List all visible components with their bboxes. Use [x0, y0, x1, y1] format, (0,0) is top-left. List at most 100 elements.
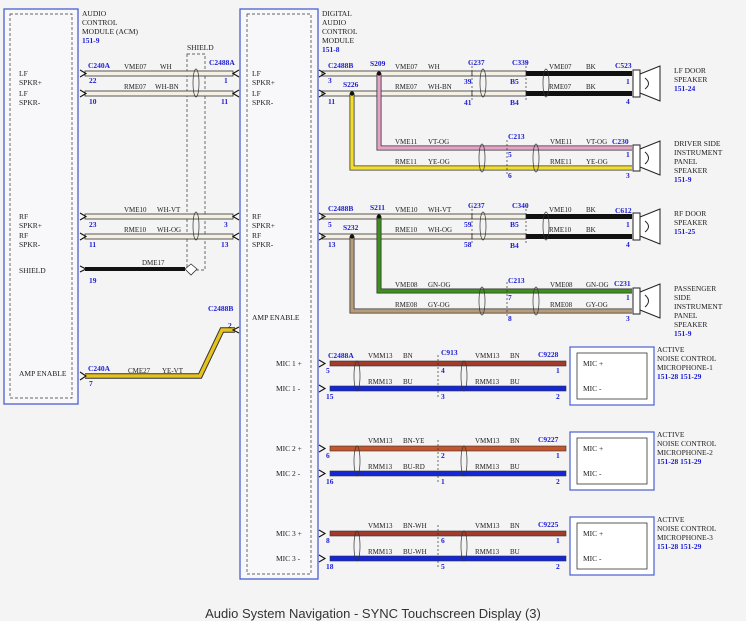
pin-number: 23 [89, 220, 97, 229]
diagram-label: 3 [328, 76, 332, 85]
connector-c9225[interactable]: C9225 [538, 520, 559, 529]
diagram-label: RME08 [395, 301, 418, 309]
diagram-label: VMM13 [368, 437, 393, 445]
diagram-label: PANEL [674, 157, 698, 166]
dacm-pin-arrows [318, 69, 327, 563]
diagram-label: 59 [464, 220, 472, 229]
connector-c2488a[interactable]: C2488A [209, 58, 235, 67]
acm-pin-label: LF [19, 89, 28, 98]
dacm-pin-label: SPKR+ [252, 221, 275, 230]
diagram-label: VMM13 [368, 522, 393, 530]
diagram-label: 151-9 [674, 175, 692, 184]
connector-c2488b[interactable]: C2488B [328, 204, 353, 213]
diagram-label: RMM13 [368, 463, 393, 471]
dacm-pin-label: AMP ENABLE [252, 313, 300, 322]
diagram-label: BU [510, 463, 520, 471]
diagram-label: SPEAKER [674, 320, 707, 329]
connector-c240a[interactable]: C240A [88, 61, 111, 70]
acm-pin-label: AMP ENABLE [19, 369, 67, 378]
connector-c612[interactable]: C612 [615, 206, 632, 215]
speaker-icon [632, 283, 661, 319]
diagram-label: INSTRUMENT [674, 148, 723, 157]
dacm-pin-label: SPKR+ [252, 78, 275, 87]
diagram-label: NOISE CONTROL [657, 439, 717, 448]
connector-c237[interactable]: C237 [468, 201, 485, 210]
connector-c340[interactable]: C340 [512, 201, 529, 210]
splice-s232[interactable]: S232 [343, 223, 359, 232]
acm-pin-arrows [79, 69, 240, 381]
diagram-label: 3 [626, 314, 630, 323]
driver-ip-speaker: DRIVER SIDE INSTRUMENT PANEL SPEAKER 151… [674, 139, 723, 184]
diagram-label: 2 [556, 392, 560, 401]
diagram-label: 8 [326, 536, 330, 545]
diagram-label: VMM13 [368, 352, 393, 360]
acm-ref[interactable]: 151-9 [82, 36, 100, 45]
shield-label: SHIELD [187, 43, 214, 52]
diagram-label: RME08 [550, 301, 573, 309]
connector-c9228[interactable]: C9228 [538, 350, 559, 359]
acm-pin-label: LF [19, 69, 28, 78]
dacm-pin-label: SPKR- [252, 98, 274, 107]
diagram-label: MIC - [583, 469, 602, 478]
diagram-label: NOISE CONTROL [657, 354, 717, 363]
dacm-module: DIGITAL AUDIO CONTROL MODULE 151-8 LF SP… [239, 8, 358, 580]
connector-c2488b[interactable]: C2488B [208, 304, 233, 313]
diagram-label: 1 [626, 220, 630, 229]
diagram-label: VME10 [549, 206, 572, 214]
connector-c2488a[interactable]: C2488A [328, 351, 354, 360]
splice-s211[interactable]: S211 [370, 203, 385, 212]
acm-pin-label: RF [19, 231, 28, 240]
diagram-label: 5 [328, 220, 332, 229]
diagram-label: MICROPHONE-1 [657, 363, 713, 372]
diagram-label: B5 [510, 77, 519, 86]
diagram-label: INSTRUMENT [674, 302, 723, 311]
dacm-ref[interactable]: 151-8 [322, 45, 340, 54]
splice-s209[interactable]: S209 [370, 59, 386, 68]
connector-c213[interactable]: C213 [508, 276, 525, 285]
connector-c231[interactable]: C231 [614, 279, 631, 288]
connector-c523[interactable]: C523 [615, 61, 632, 70]
diagram-label: 2 [556, 562, 560, 571]
diagram-label: 4 [626, 97, 630, 106]
diagram-caption: Audio System Navigation - SYNC Touchscre… [205, 606, 541, 621]
diagram-label: GY-OG [586, 301, 608, 309]
diagram-label: RF DOOR [674, 209, 706, 218]
diagram-label: B4 [510, 241, 519, 250]
connector-c237[interactable]: C237 [468, 58, 485, 67]
diagram-label: 5 [508, 150, 512, 159]
diagram-label: GY-OG [428, 301, 450, 309]
diagram-label: 2 [441, 451, 445, 460]
diagram-label: 2 [556, 477, 560, 486]
diagram-label: 8 [508, 314, 512, 323]
diagram-label: 15 [326, 392, 334, 401]
diagram-label: VT-OG [586, 138, 607, 146]
splice-s226[interactable]: S226 [343, 80, 359, 89]
diagram-label: MIC + [583, 359, 603, 368]
diagram-label: MIC + [583, 444, 603, 453]
diagram-label: VMM13 [475, 522, 500, 530]
diagram-label: RMM13 [475, 463, 500, 471]
connector-c913[interactable]: C913 [441, 348, 458, 357]
acm-title-3: MODULE (ACM) [82, 27, 139, 36]
dacm-pin-label: MIC 3 + [276, 529, 302, 538]
diagram-label: MICROPHONE-2 [657, 448, 713, 457]
diagram-label: 6 [508, 171, 512, 180]
diagram-label: 151-24 [674, 84, 695, 93]
mic-2-box: MIC + MIC - [569, 431, 655, 491]
wire-label: YE-VT [162, 367, 184, 375]
diagram-label: 1 [441, 477, 445, 486]
diagram-label: WH-VT [428, 206, 452, 214]
connector-c339[interactable]: C339 [512, 58, 529, 67]
dacm-pin-label: MIC 1 + [276, 359, 302, 368]
acm-pin-label: RF [19, 212, 28, 221]
connector-c9227[interactable]: C9227 [538, 435, 559, 444]
connector-c2488b[interactable]: C2488B [328, 61, 353, 70]
diagram-label: 1 [556, 536, 560, 545]
connector-c213[interactable]: C213 [508, 132, 525, 141]
acm-pin-label: SHIELD [19, 266, 46, 275]
diagram-label: WH [428, 63, 440, 71]
connector-c230[interactable]: C230 [612, 137, 629, 146]
connector-c240a[interactable]: C240A [88, 364, 111, 373]
diagram-label: B4 [510, 98, 519, 107]
dacm-pin-label: SPKR- [252, 240, 274, 249]
